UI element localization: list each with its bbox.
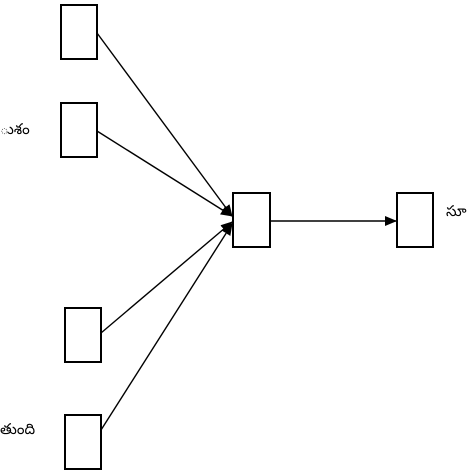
edge-input-4-to-hidden [100, 223, 233, 431]
hidden-node [232, 192, 271, 248]
input-node-1 [60, 4, 98, 60]
input-node-2 [60, 102, 98, 158]
edge-input-3-to-hidden [100, 221, 233, 334]
edge-input-2-to-hidden [96, 130, 233, 217]
output-label: సూ [446, 202, 467, 220]
input-label-2: ుశం [0, 120, 30, 138]
input-node-3 [64, 307, 102, 363]
output-node [396, 192, 434, 248]
input-node-4 [64, 414, 102, 470]
edge-input-1-to-hidden [96, 32, 233, 217]
input-label-4: తుంది [0, 420, 36, 438]
